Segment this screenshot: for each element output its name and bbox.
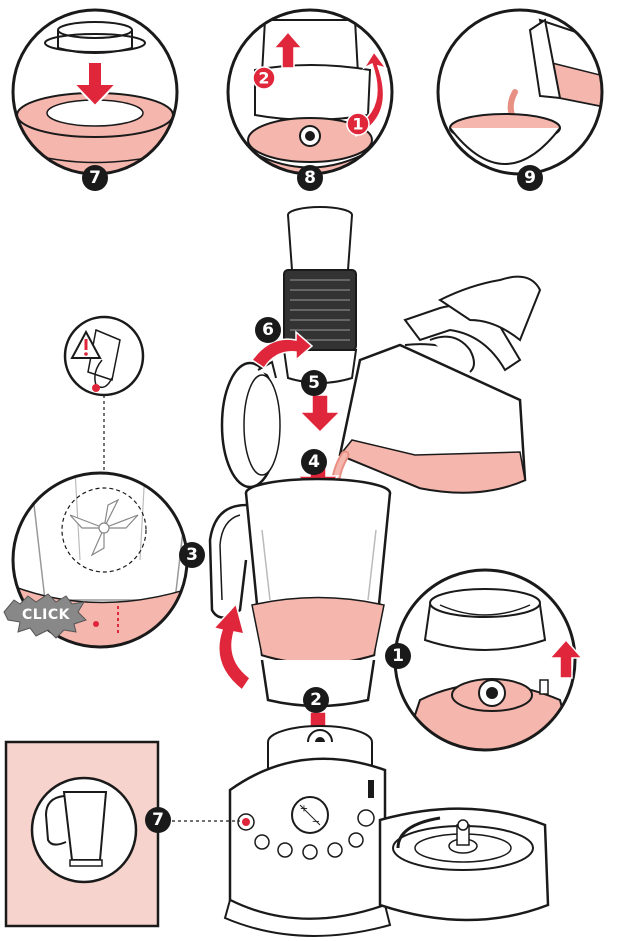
- step-number: 7: [89, 168, 101, 188]
- step-badge-7-top: 7: [82, 165, 108, 191]
- step-badge-7: 7: [145, 807, 171, 833]
- motor-base: + −: [225, 726, 390, 936]
- program-button[interactable]: [349, 833, 363, 847]
- program-button[interactable]: [255, 835, 269, 849]
- panel-pour-bowl: 9: [430, 0, 620, 191]
- svg-text:1: 1: [352, 115, 363, 134]
- click-label: CLICK: [22, 607, 71, 623]
- svg-text:8: 8: [304, 168, 316, 188]
- step-badge-5: 5: [301, 370, 327, 396]
- step-badge-6: 6: [255, 317, 281, 343]
- step-badge-2: 2: [303, 687, 329, 713]
- step-badge-2-arrow: 2: [253, 67, 275, 89]
- step-badge-1-arrow: 1: [347, 113, 369, 135]
- panel-jug-base: 1: [385, 565, 582, 760]
- step-badge-4: 4: [301, 449, 327, 475]
- program-button[interactable]: [303, 845, 317, 859]
- accessory-tray: [380, 809, 548, 920]
- svg-text:5: 5: [308, 373, 320, 393]
- panel-lid-insert: 7: [0, 0, 200, 191]
- warning-icon: [60, 312, 150, 402]
- step-badge-9-top: 9: [517, 165, 543, 191]
- svg-text:9: 9: [524, 168, 536, 188]
- program-button[interactable]: [278, 843, 292, 857]
- step-badge-1: 1: [385, 643, 411, 669]
- down-arrow-icon: [300, 395, 340, 432]
- jug-mode-panel: 7: [6, 742, 171, 926]
- program-button[interactable]: [328, 843, 342, 857]
- step-badge-8-top: 8: [297, 165, 323, 191]
- svg-text:4: 4: [308, 452, 320, 472]
- step-badge-3: 3: [179, 542, 205, 568]
- svg-text:7: 7: [152, 810, 164, 830]
- svg-text:3: 3: [186, 545, 198, 565]
- panel-blade-lock: 3 CLICK: [4, 470, 205, 660]
- power-button[interactable]: [358, 810, 374, 826]
- svg-text:2: 2: [310, 690, 322, 710]
- svg-text:2: 2: [258, 69, 269, 88]
- jug-lid: [222, 362, 280, 487]
- food-pusher: [284, 207, 356, 383]
- pouring-pitcher: [340, 277, 540, 493]
- svg-text:1: 1: [392, 646, 404, 666]
- panel-jug-unlock: 2 1 8: [220, 0, 410, 191]
- svg-text:6: 6: [262, 320, 274, 340]
